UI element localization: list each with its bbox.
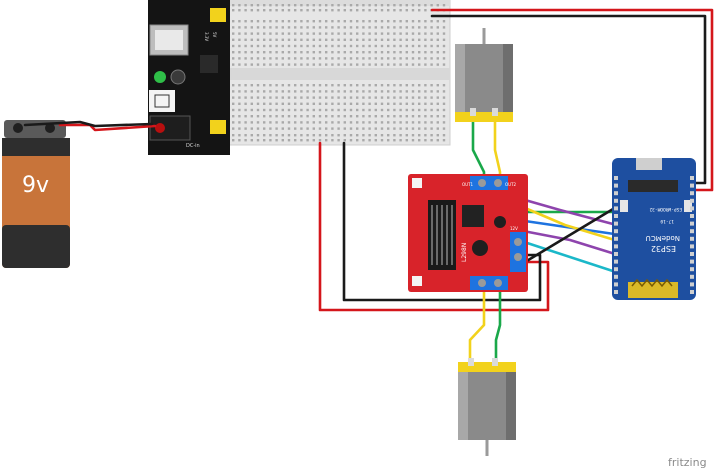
driver-out4: OUT4 [505, 292, 517, 297]
rail-label-b: 5V [212, 32, 217, 38]
dc-in-label: DC-in [186, 143, 200, 149]
driver-out2: OUT2 [505, 182, 517, 187]
esp32-rev: 17-10 [660, 218, 674, 224]
wire-motor2-green [494, 283, 502, 368]
driver-power-label: 12V [510, 226, 518, 231]
wire-rail-black-esp [430, 14, 707, 185]
power-supply-module: DC-in 3.3V 5V [148, 0, 230, 155]
esp32-title: ESP32 [651, 244, 676, 253]
wire-sig-black [523, 198, 630, 264]
wire-sig-purple2 [516, 228, 630, 260]
wire-sig-purple1 [516, 196, 630, 230]
l298n-driver: L298N OUT1 OUT2 OUT3 OUT4 12V [408, 174, 528, 297]
driver-out1: OUT1 [462, 182, 474, 187]
wire-sig-cyan [516, 238, 630, 278]
motor-bottom [458, 358, 516, 456]
esp32-module: ESP-WROOM-32 [649, 206, 682, 212]
esp32-board: ESP32 NodeMCU ESP-WROOM-32 17-10 [612, 158, 696, 300]
esp32-subtitle: NodeMCU [646, 234, 680, 242]
wire-motor2-yellow [468, 283, 486, 368]
wire-sig-yellow [516, 203, 630, 246]
breadboard [224, 0, 451, 146]
driver-out3: OUT3 [462, 292, 474, 297]
wire-bb-red [318, 141, 550, 312]
wire-rail-red-esp [430, 8, 714, 192]
battery-9v: 9v [2, 120, 70, 268]
battery-label: 9v [22, 173, 49, 198]
motor-top [455, 28, 513, 122]
rail-label-a: 3.3V [204, 32, 209, 41]
fritzing-watermark: fritzing [668, 456, 707, 469]
wire-battery-black [23, 120, 154, 128]
driver-name: L298N [461, 243, 468, 262]
wire-battery-red [58, 123, 157, 132]
